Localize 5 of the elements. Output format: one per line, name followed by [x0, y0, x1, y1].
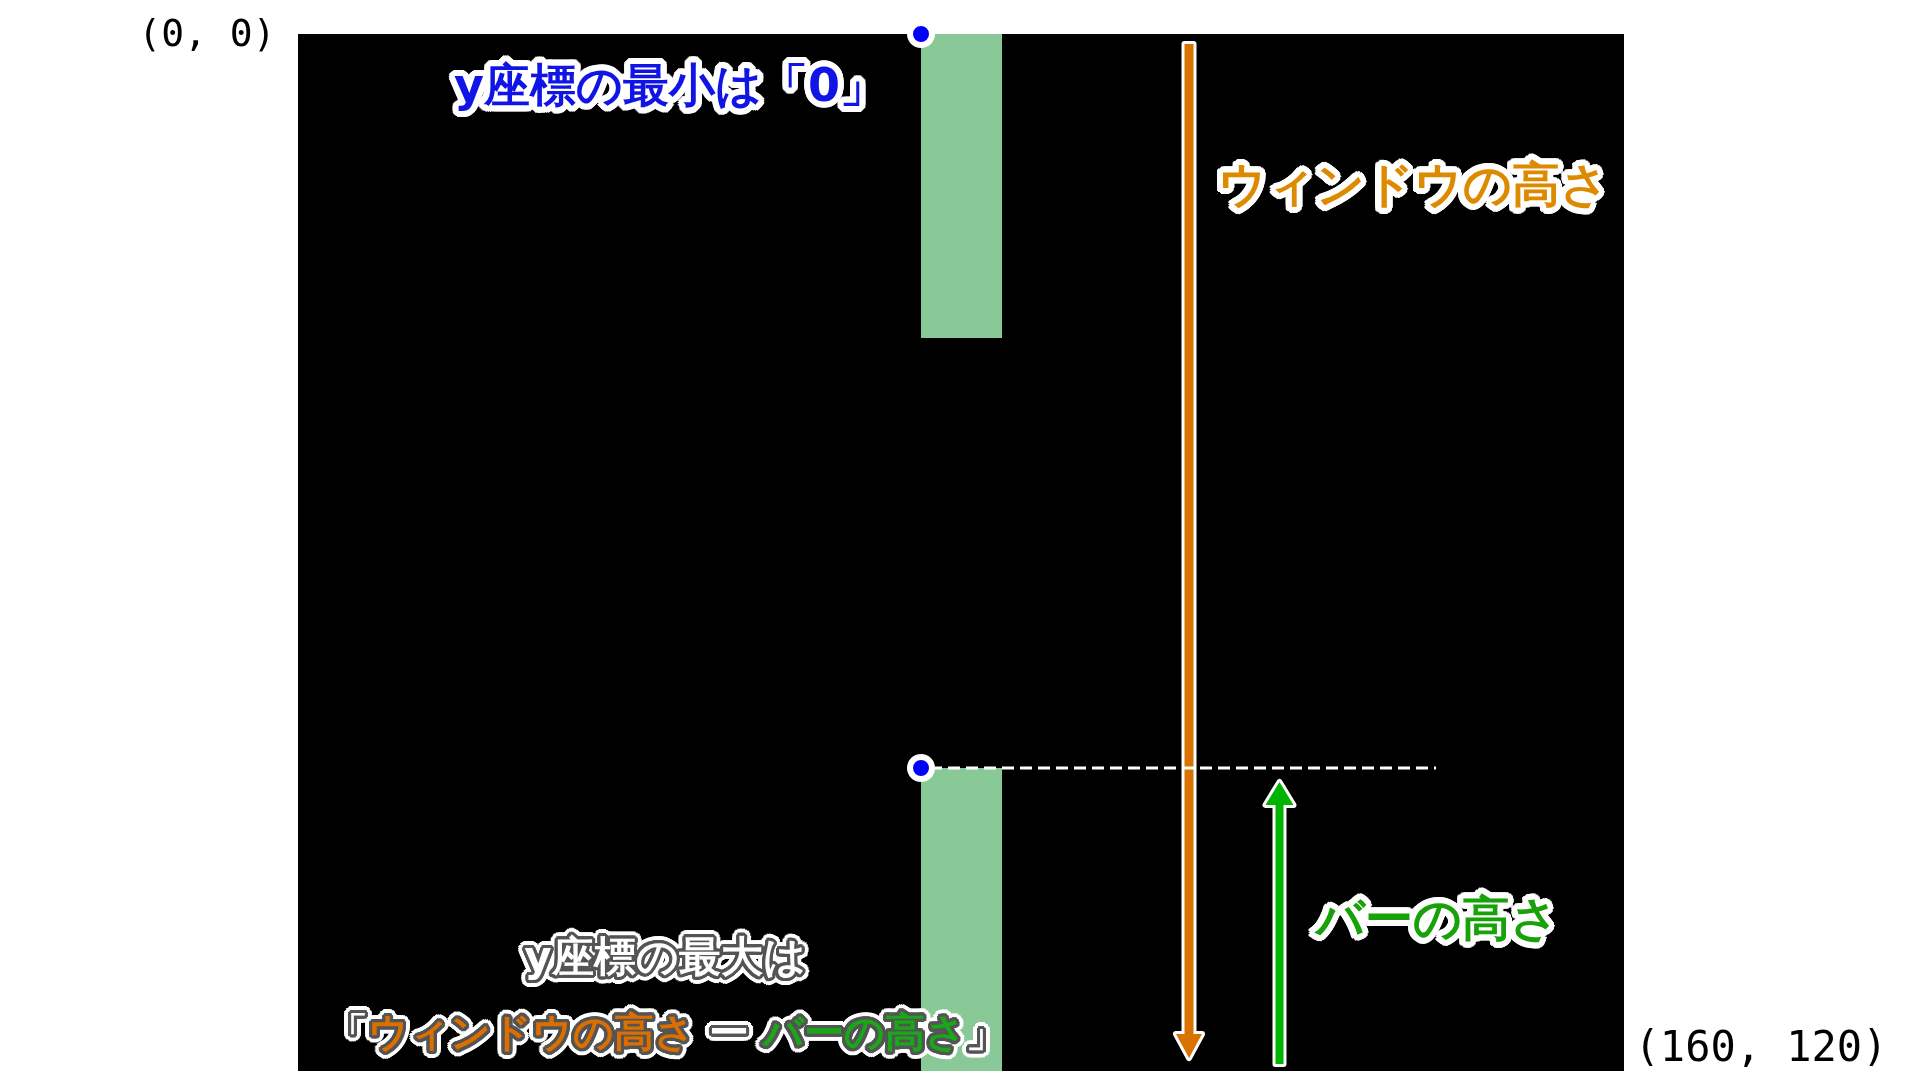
note-text: y座標の最小は「0」 — [454, 58, 886, 114]
coordinate-label: (160, 120) — [1634, 1021, 1888, 1073]
dimension-label: ウィンドウの高さ — [1217, 156, 1609, 214]
bar — [921, 34, 1002, 338]
coordinate-label: (0, 0) — [138, 11, 276, 57]
